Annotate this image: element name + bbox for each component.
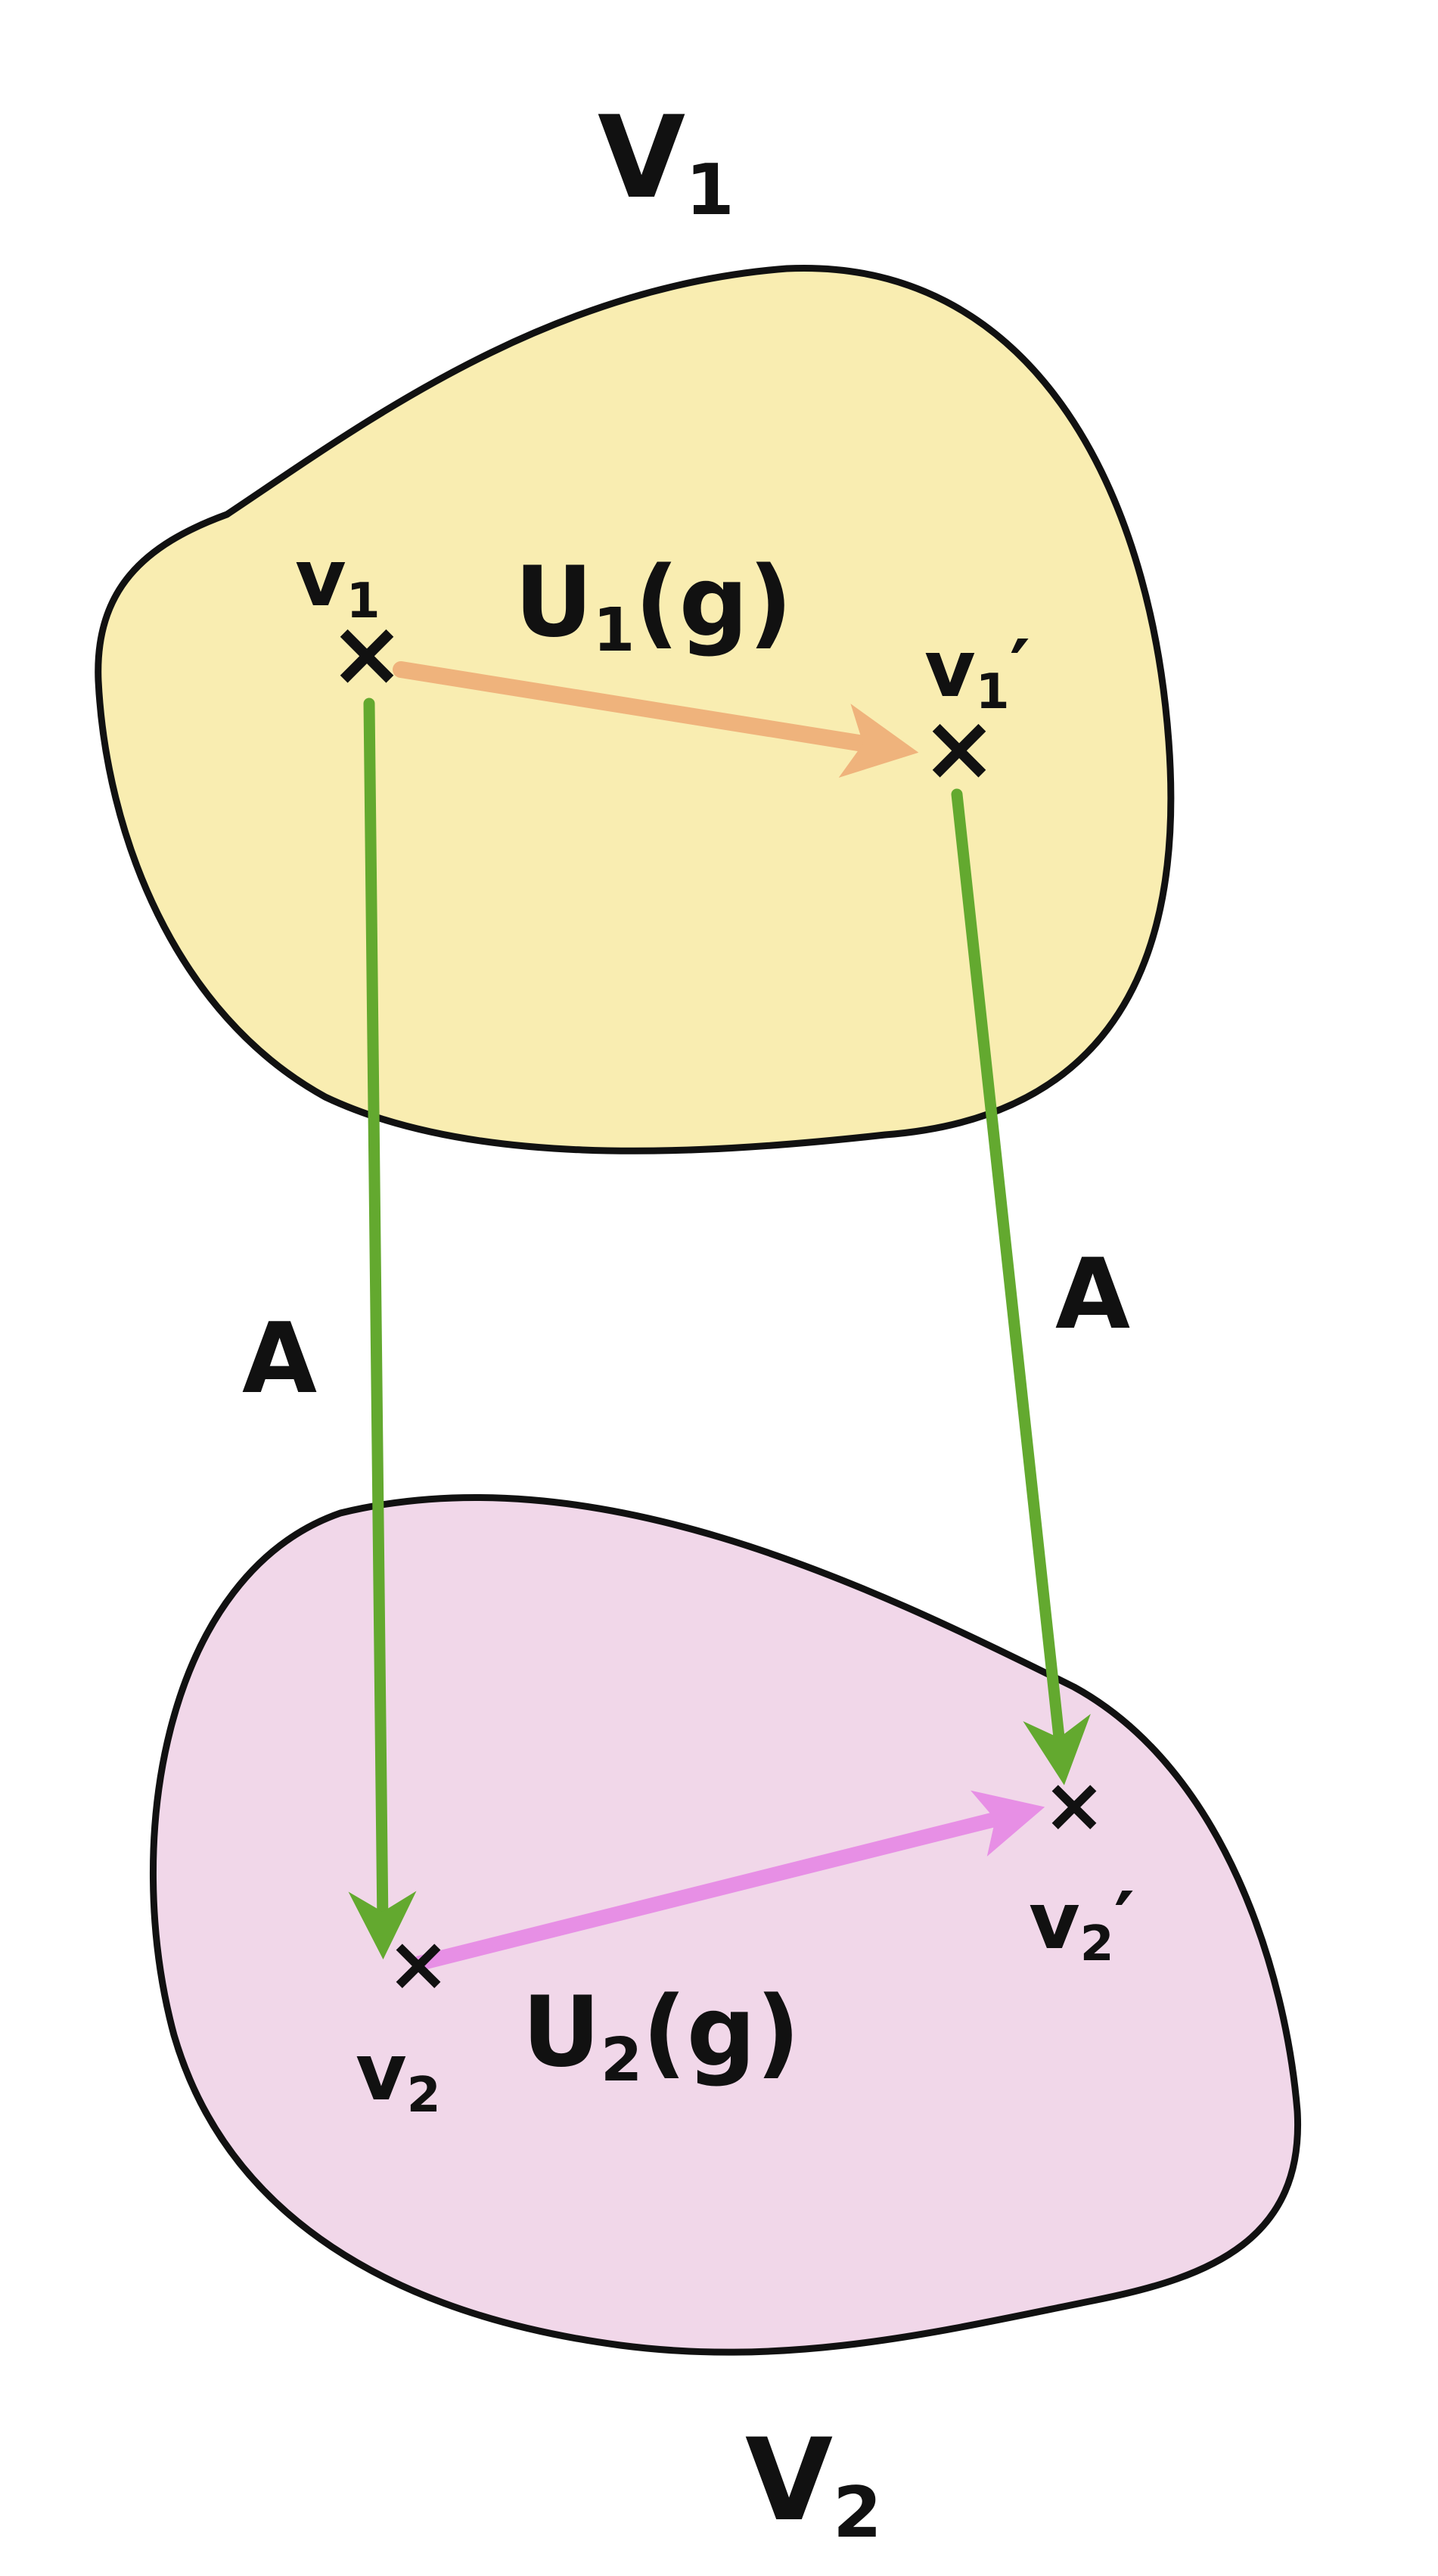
label-space-v1: V1 xyxy=(598,92,735,231)
u1-arrow xyxy=(393,661,919,778)
point-v1-marker: × xyxy=(329,601,405,707)
point-v1-prime-marker: × xyxy=(921,696,998,801)
label-point-v1: v1 xyxy=(295,532,380,629)
label-space-v2: V2 xyxy=(745,2415,882,2553)
label-point-v1-prime: v1′ xyxy=(924,623,1030,720)
label-point-v2: v2 xyxy=(356,2026,441,2124)
label-map-a-left: A xyxy=(242,1303,317,1415)
label-map-a-right: A xyxy=(1055,1238,1130,1351)
label-rep-u2: U2(g) xyxy=(522,1976,800,2095)
map-a-left-arrow xyxy=(348,698,417,1959)
point-v2-marker: × xyxy=(387,1919,450,2008)
label-rep-u1: U1(g) xyxy=(514,546,793,665)
label-point-v2-prime: v2′ xyxy=(1029,1875,1135,1972)
u2-arrow xyxy=(412,1790,1045,1971)
point-v2-prime-marker: × xyxy=(1042,1760,1106,1849)
space-v2-region xyxy=(149,1493,1302,2356)
map-a-right-arrow xyxy=(951,788,1091,1785)
